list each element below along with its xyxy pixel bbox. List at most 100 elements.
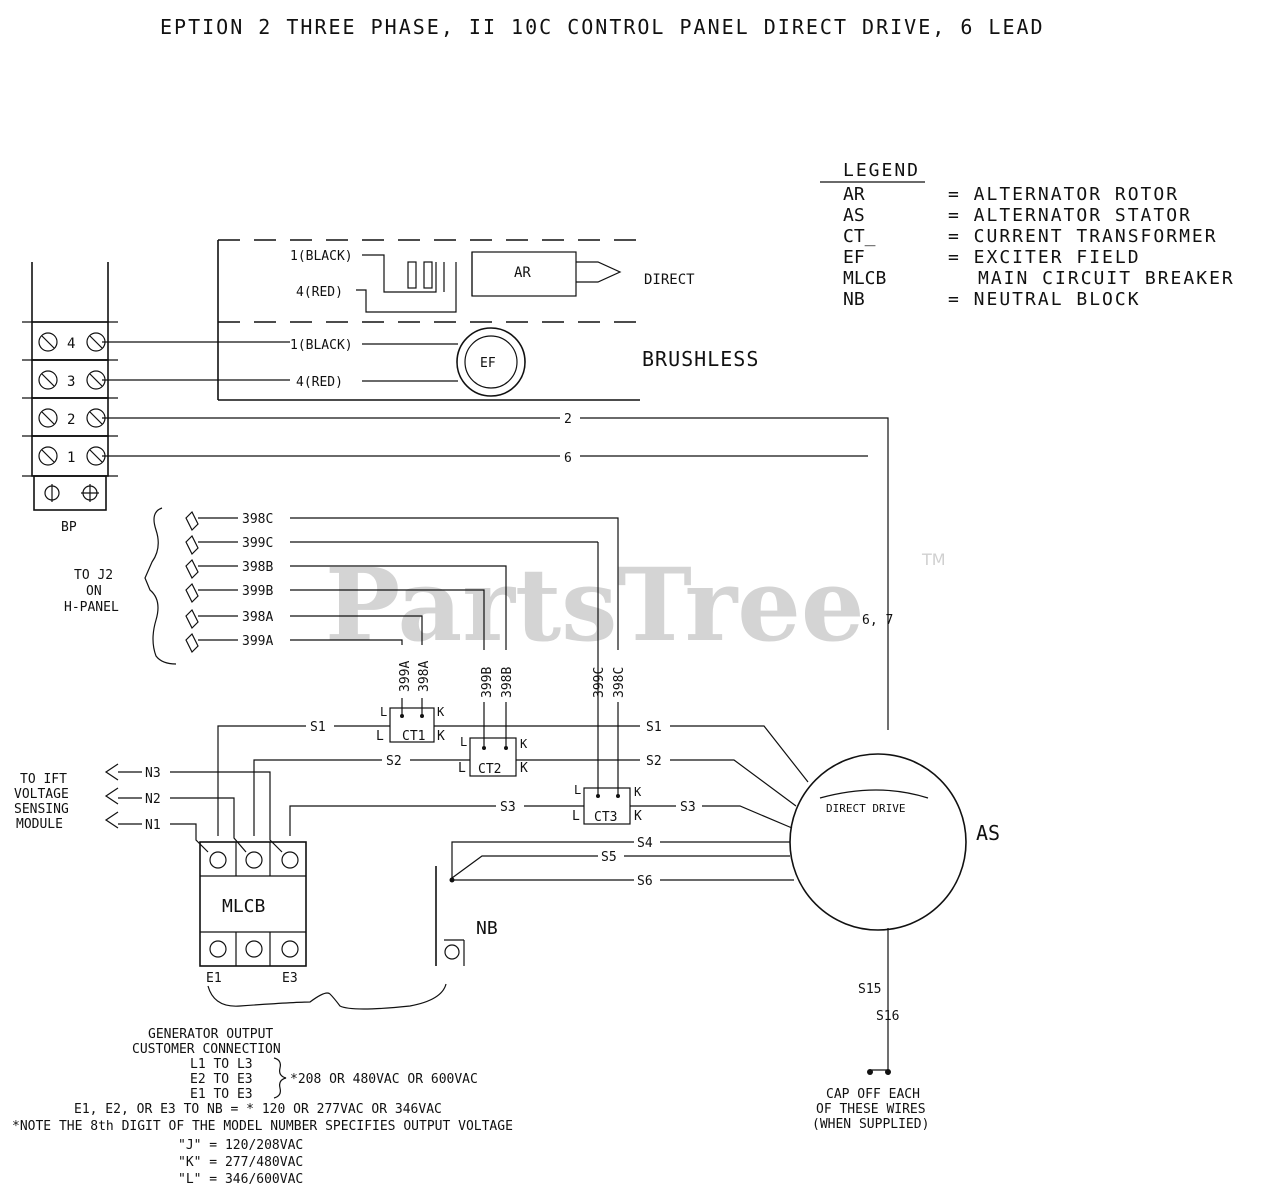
ct2-l: L — [458, 761, 466, 776]
ct1-label: CT1 — [402, 729, 425, 744]
j2-lead-399b: 399B — [242, 584, 273, 599]
lead-s4: S4 — [637, 836, 653, 851]
ct3-l: L — [572, 809, 580, 824]
notes-heading-line2: CUSTOMER CONNECTION — [132, 1042, 281, 1057]
terminal-block: 4 3 2 1 BP — [22, 262, 118, 535]
notes-voltage: *208 OR 480VAC OR 600VAC — [290, 1072, 478, 1087]
brushless-label: BRUSHLESS — [642, 347, 759, 371]
terminal-3-label: 3 — [67, 374, 75, 390]
neutral-block-label: NB — [476, 918, 498, 939]
lead-s2-left: S2 — [386, 754, 402, 769]
ct2-k: K — [520, 761, 528, 776]
ct1-k-top: K — [437, 705, 445, 719]
exciter-field-label: EF — [480, 356, 496, 371]
lead-s3-right: S3 — [680, 800, 696, 815]
cap-note-line3: (WHEN SUPPLIED) — [812, 1117, 929, 1132]
lead-s1-left: S1 — [310, 720, 326, 735]
lead-s2-right: S2 — [646, 754, 662, 769]
notes-code-k: "K" = 277/480VAC — [178, 1155, 303, 1170]
legend-abbr-mlcb: MLCB — [843, 268, 886, 289]
rotor-frame — [217, 239, 640, 401]
direct-rotor: 1(BLACK) 4(RED) AR DIRECT — [290, 249, 695, 313]
alternator-stator: DIRECT DRIVE AS S15 S16 CAP OFF EACH OF … — [789, 753, 1000, 1132]
notes-conn-2: E2 TO E3 — [190, 1072, 253, 1087]
ct2-k-top: K — [520, 737, 528, 751]
direct-label: DIRECT — [644, 272, 695, 288]
stator-leads: S1 S1 S2 S2 S3 S3 S4 S5 S6 — [217, 720, 809, 889]
notes-nb: E1, E2, OR E3 TO NB = * 120 OR 277VAC OR… — [74, 1102, 442, 1117]
j2-lead-399a: 399A — [242, 634, 273, 649]
legend-abbr-as: AS — [843, 205, 865, 226]
rotor-wire-black: 1(BLACK) — [290, 249, 353, 264]
sensing-label-line2: VOLTAGE — [14, 787, 69, 802]
j2-lead-398c: 398C — [242, 512, 273, 527]
cap-note-line2: OF THESE WIRES — [816, 1102, 926, 1117]
lead-s5: S5 — [601, 850, 617, 865]
ct1-k: K — [437, 729, 445, 744]
brushless-wire-black: 1(BLACK) — [290, 338, 353, 353]
terminal-4-label: 4 — [67, 336, 75, 352]
j2-lead-398a: 398A — [242, 610, 273, 625]
legend-desc-ct: = CURRENT TRANSFORMER — [948, 226, 1218, 247]
ct2-l-top: L — [460, 735, 467, 749]
terminal-block-label: BP — [61, 520, 77, 535]
notes-code-l: "L" = 346/600VAC — [178, 1172, 303, 1187]
legend-desc-ar: = ALTERNATOR ROTOR — [948, 184, 1179, 205]
lead-s1-right: S1 — [646, 720, 662, 735]
rotor-label: AR — [514, 265, 531, 281]
legend-abbr-nb: NB — [843, 289, 865, 310]
ct-lead-labels: 399A 398A 399B 398B 399C 398C — [398, 661, 627, 796]
sensing-lead-n3: N3 — [145, 766, 161, 781]
legend: LEGEND AR = ALTERNATOR ROTOR AS = ALTERN… — [820, 160, 1235, 310]
cap-note-line1: CAP OFF EACH — [826, 1087, 920, 1102]
terminal-1-label: 1 — [67, 450, 75, 466]
ct3-k: K — [634, 809, 642, 824]
legend-desc-ef: = EXCITER FIELD — [948, 247, 1141, 268]
notes-conn-3: E1 TO E3 — [190, 1087, 253, 1102]
brushless-exciter: 1(BLACK) 4(RED) EF BRUSHLESS — [290, 327, 759, 397]
wire-2-label: 2 — [564, 412, 572, 427]
j2-connector: TO J2 ON H-PANEL 398C 399C 398B 399B 398… — [64, 507, 619, 665]
j2-lead-398b: 398B — [242, 560, 273, 575]
lead-s16: S16 — [876, 1009, 899, 1024]
legend-abbr-ct: CT_ — [843, 226, 876, 247]
notes-conn-1: L1 TO L3 — [190, 1057, 253, 1072]
ct-lead-398b: 398B — [500, 667, 515, 698]
ct-lead-398a: 398A — [417, 661, 432, 692]
ct-lead-399a: 399A — [398, 661, 413, 692]
rotor-wire-red: 4(RED) — [296, 285, 343, 300]
ct-lead-399b: 399B — [480, 667, 495, 698]
legend-abbr-ar: AR — [843, 184, 865, 205]
legend-desc-as: = ALTERNATOR STATOR — [948, 205, 1192, 226]
lead-s6: S6 — [637, 874, 653, 889]
terminal-2-label: 2 — [67, 412, 75, 428]
breaker-label: MLCB — [222, 896, 265, 917]
current-transformers: L K L K CT1 L K L K CT2 L K L K CT3 — [376, 542, 642, 825]
sensing-label-line3: SENSING — [14, 802, 69, 817]
sensing-lead-n2: N2 — [145, 792, 161, 807]
ct2-label: CT2 — [478, 762, 501, 777]
legend-heading: LEGEND — [843, 160, 920, 181]
legend-desc-mlcb: MAIN CIRCUIT BREAKER — [978, 268, 1235, 289]
neutral-block: NB — [435, 866, 498, 966]
ct1-l-top: L — [380, 705, 387, 719]
legend-abbr-ef: EF — [843, 247, 865, 268]
stator-inner-label: DIRECT DRIVE — [826, 802, 905, 815]
j2-label-line3: H-PANEL — [64, 600, 119, 615]
wire-67-label: 6, 7 — [862, 613, 893, 628]
watermark: PartsTree — [325, 546, 865, 664]
wire-6-label: 6 — [564, 451, 572, 466]
j2-label-line2: ON — [86, 584, 102, 599]
sensing-lead-n1: N1 — [145, 818, 161, 833]
breaker-e3: E3 — [282, 971, 298, 986]
lead-s15: S15 — [858, 982, 881, 997]
notes-heading-line1: GENERATOR OUTPUT — [148, 1027, 273, 1042]
ct-lead-398c: 398C — [612, 667, 627, 698]
stator-label: AS — [976, 821, 1000, 845]
ct1-l: L — [376, 729, 384, 744]
sensing-label-line1: TO IFT — [20, 772, 67, 787]
ct-lead-399c: 399C — [592, 667, 607, 698]
notes-code-j: "J" = 120/208VAC — [178, 1138, 303, 1153]
breaker-e1: E1 — [206, 971, 222, 986]
